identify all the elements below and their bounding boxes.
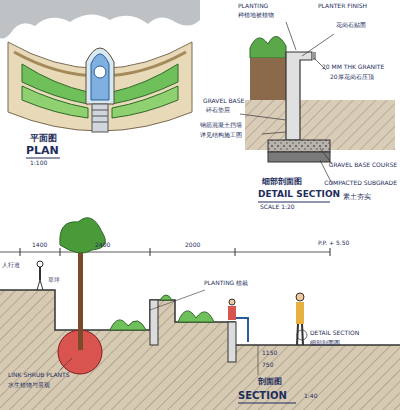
- note-label: DETAIL SECTION: [310, 330, 359, 337]
- plan-view: [0, 0, 200, 158]
- note-label: PLANTER FINISH: [318, 3, 367, 10]
- scale-label: 1:100: [30, 160, 47, 167]
- note-label: 花岗石贴面: [336, 22, 366, 29]
- note-label: 钢筋混凝土挡墙: [200, 122, 242, 129]
- title-label: 剖面图: [258, 378, 282, 387]
- note-label: 素土夯实: [343, 194, 371, 202]
- scale-label: SCALE 1:20: [260, 204, 295, 211]
- note-label: GRAVEL BASE: [203, 98, 244, 105]
- note-label: 水生植物与景观: [8, 382, 50, 389]
- note-label: GRAVEL BASE COURSE: [329, 162, 397, 169]
- note-label: PLANTING: [238, 3, 268, 10]
- note-label: 草坪: [48, 277, 60, 284]
- scale-label: 1:40: [304, 393, 317, 400]
- note-label: 细部剖面图: [310, 340, 340, 347]
- title-label: 平面图: [30, 134, 57, 144]
- dimension-label: 1400: [32, 242, 47, 249]
- note-label: LINK SHRUB PLANTS: [8, 372, 70, 379]
- detail-section: [240, 22, 395, 202]
- elevation-label: P.P. + 5.50: [318, 240, 349, 247]
- title-label: 细部剖面图: [262, 178, 302, 187]
- note-label: 详见结构施工图: [200, 132, 242, 139]
- title-label: DETAIL SECTION: [258, 190, 340, 200]
- site-section: [0, 218, 400, 410]
- dimension-label: 1150: [262, 350, 277, 357]
- note-label: 20厚花岗石压顶: [330, 74, 374, 81]
- title-label: PLAN: [26, 145, 59, 157]
- note-label: 种植地被植物: [238, 12, 274, 19]
- dimension-label: 750: [262, 362, 273, 369]
- title-label: SECTION: [238, 390, 287, 401]
- dimension-label: 2000: [185, 242, 200, 249]
- note-label: 碎石垫层: [206, 107, 230, 114]
- note-label: COMPACTED SUBGRADE: [324, 180, 397, 187]
- note-label: PLANTING 植栽: [204, 280, 248, 287]
- note-label: 人行道: [2, 262, 20, 269]
- dimension-label: 2400: [95, 242, 110, 249]
- note-label: 20 MM THK GRANITE: [322, 64, 384, 71]
